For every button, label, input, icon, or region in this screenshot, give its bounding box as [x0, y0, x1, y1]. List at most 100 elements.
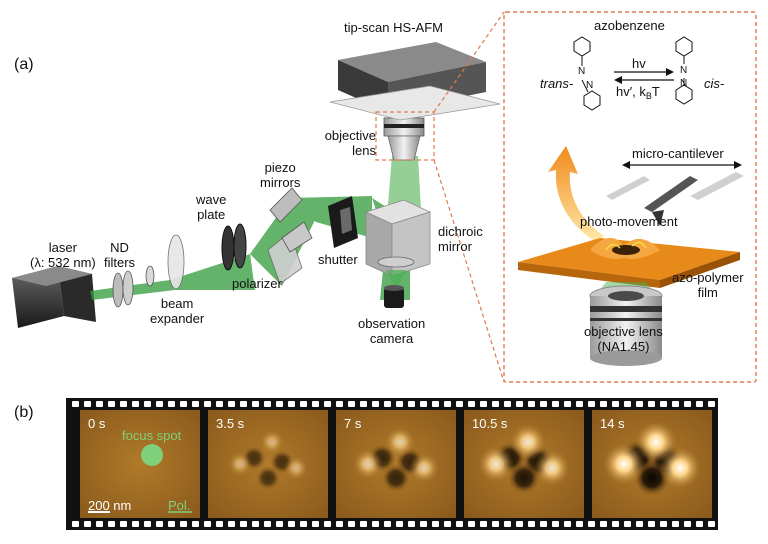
sprocket-hole: [468, 401, 475, 407]
sprocket-hole: [504, 401, 511, 407]
azobenzene-label: azobenzene: [594, 18, 665, 33]
sprocket-hole: [420, 401, 427, 407]
sprocket-hole: [156, 521, 163, 527]
sprocket-hole: [648, 401, 655, 407]
hs-afm-head: [329, 42, 501, 121]
sprocket-hole: [336, 401, 343, 407]
sprocket-hole: [108, 521, 115, 527]
wave-plate: [221, 223, 247, 271]
sprocket-hole: [504, 521, 511, 527]
sprocket-hole: [624, 521, 631, 527]
sprocket-hole: [84, 401, 91, 407]
sprocket-hole: [276, 521, 283, 527]
laser-source: [12, 266, 96, 328]
sprocket-hole: [468, 521, 475, 527]
cis-azobenzene-structure: [675, 36, 693, 105]
panel-a-letter: (a): [14, 56, 34, 73]
sprocket-hole: [540, 401, 547, 407]
protrusion-blob: [260, 430, 284, 454]
sprocket-hole: [288, 401, 295, 407]
cis-label: cis-: [704, 76, 725, 91]
sprocket-hole: [204, 401, 211, 407]
sprocket-hole: [420, 521, 427, 527]
depression-blob: [382, 464, 410, 492]
afm-frame: [464, 410, 584, 518]
sprocket-hole: [456, 401, 463, 407]
sprocket-hole: [396, 401, 403, 407]
sprocket-hole: [684, 521, 691, 527]
sprocket-hole: [648, 521, 655, 527]
sprocket-hole: [552, 521, 559, 527]
nd-filters: [112, 270, 134, 308]
focus-spot: [141, 444, 163, 466]
sprocket-hole: [96, 401, 103, 407]
sprocket-hole: [576, 401, 583, 407]
polarizer-label: polarizer: [232, 276, 282, 291]
sprocket-hole: [528, 401, 535, 407]
sprocket-hole: [492, 401, 499, 407]
sprocket-hole: [300, 521, 307, 527]
observation-camera: [384, 285, 404, 308]
piezo-mirrors: [269, 187, 313, 253]
n-atom-2: N: [586, 80, 594, 91]
micro-cantilever-label: micro-cantilever: [632, 146, 724, 161]
sprocket-hole: [348, 401, 355, 407]
afm-frame: [336, 410, 456, 518]
sprocket-hole: [336, 521, 343, 527]
frame-time-4: 10.5 s: [472, 416, 508, 431]
sprocket-hole: [384, 521, 391, 527]
sprocket-hole: [300, 401, 307, 407]
n-atom-1: N: [578, 66, 586, 77]
zoom-connector: [375, 11, 505, 383]
depression-blob: [508, 462, 540, 494]
sprocket-hole: [492, 521, 499, 527]
sprocket-hole: [264, 401, 271, 407]
polarization-label: Pol.: [168, 498, 191, 513]
sprocket-hole: [324, 521, 331, 527]
shutter: [328, 196, 358, 248]
afm-frame: [208, 410, 328, 518]
sprocket-hole: [588, 521, 595, 527]
inset-objective-lens: [589, 282, 663, 366]
sprocket-hole: [432, 401, 439, 407]
sprocket-hole: [312, 521, 319, 527]
protrusion-blob: [603, 443, 645, 485]
sprocket-hole: [576, 521, 583, 527]
equilibrium-arrows: [614, 68, 674, 84]
sprocket-hole: [96, 521, 103, 527]
photo-movement-label: photo-movement: [580, 214, 678, 229]
sprocket-hole: [252, 401, 259, 407]
hv-back-label: hv′, kBT: [616, 84, 660, 101]
sprocket-hole: [264, 521, 271, 527]
sprocket-hole: [144, 401, 151, 407]
sprocket-hole: [444, 521, 451, 527]
sprocket-hole: [672, 401, 679, 407]
sprocket-hole: [660, 401, 667, 407]
inset-objective-label: objective lens(NA1.45): [584, 324, 663, 354]
trans-azobenzene-structure: [573, 36, 601, 111]
beam-expander: [145, 234, 185, 290]
laser-label: laser(λ: 532 nm): [30, 240, 96, 270]
cantilever-arrow: [622, 161, 742, 169]
sprocket-hole: [672, 521, 679, 527]
sprocket-hole: [168, 521, 175, 527]
protrusion-blob: [284, 456, 308, 480]
protrusion-blob: [409, 453, 439, 483]
afm-frame: [592, 410, 712, 518]
sprocket-hole: [456, 521, 463, 527]
frame-time-3: 7 s: [344, 416, 362, 431]
sprocket-hole: [372, 521, 379, 527]
sprocket-hole: [228, 401, 235, 407]
sprocket-hole: [708, 401, 715, 407]
sprocket-hole: [552, 401, 559, 407]
sprocket-hole: [72, 401, 79, 407]
sprocket-hole: [600, 521, 607, 527]
frame-time-2: 3.5 s: [216, 416, 245, 431]
